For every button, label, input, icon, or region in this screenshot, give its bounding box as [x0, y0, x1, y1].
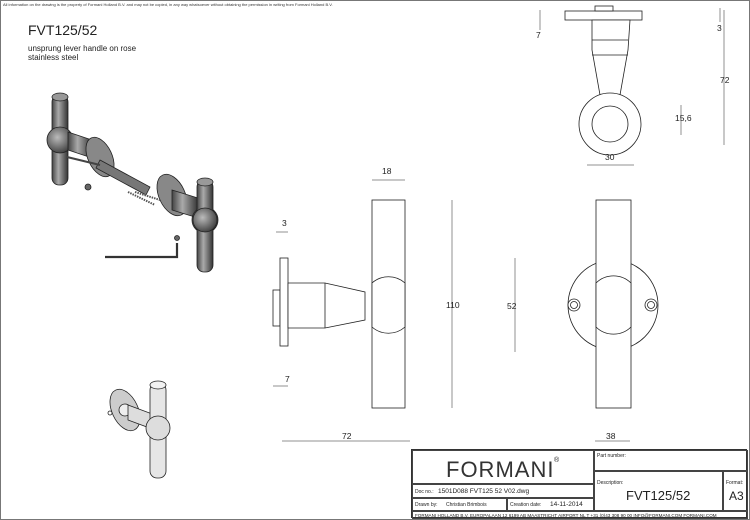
format-label: Format:: [726, 480, 744, 486]
format-value: A3: [729, 489, 744, 503]
doc-no-value: 1501D088 FVT125 52 V02.dwg: [438, 488, 530, 495]
description-line: unsprung lever handle on rose: [28, 44, 137, 53]
dimension-label: 7: [536, 30, 541, 40]
dimension-label: 15,6: [675, 113, 692, 123]
description-label: Description:: [597, 480, 624, 486]
company-footer: FORMANI HOLLAND B.V. EUROPALAAN 12 6199 …: [415, 513, 717, 518]
top-view: [564, 5, 643, 156]
part-number-label: Part number:: [597, 453, 626, 459]
description-line: stainless steel: [28, 53, 79, 62]
drawn-by-cell: Drawn by: Christian Brimbois: [412, 498, 507, 511]
dimension-label: 38: [606, 431, 616, 441]
drawing-title: FVT125/52: [28, 22, 98, 38]
dimension-lines: [273, 8, 725, 442]
dimension-label: 7: [285, 374, 290, 384]
drawn-by-label: Drawn by:: [415, 502, 438, 508]
creation-date-label: Creation date:: [510, 502, 542, 508]
doc-no-cell: Doc no.: 1501D088 FVT125 52 V02.dwg: [412, 484, 594, 498]
copyright-disclaimer: All information on the drawing is the pr…: [3, 2, 333, 7]
title-block: FORMANI ® Doc no.: 1501D088 FVT125 52 V0…: [411, 449, 748, 519]
dimension-label: 3: [717, 23, 722, 33]
footer-cell: FORMANI HOLLAND B.V. EUROPALAAN 12 6199 …: [412, 511, 748, 519]
doc-no-label: Doc no.:: [415, 489, 434, 495]
dimension-label: 30: [605, 152, 615, 162]
part-number-cell: Part number:: [594, 450, 748, 471]
registered-mark: ®: [554, 457, 560, 464]
description-cell: Description: FVT125/52: [594, 471, 723, 511]
side-view: [272, 199, 406, 409]
drawing-description: unsprung lever handle on rose stainless …: [28, 44, 136, 62]
drawn-by-value: Christian Brimbois: [446, 502, 487, 508]
exploded-isometric-view: [46, 92, 219, 273]
isometric-view: [107, 380, 171, 479]
dimension-label: 18: [382, 166, 392, 176]
formani-logo: FORMANI: [446, 457, 555, 482]
front-view: [567, 199, 659, 409]
logo-cell: FORMANI ®: [412, 450, 594, 484]
description-value: FVT125/52: [626, 488, 691, 503]
creation-date-cell: Creation date: 14-11-2014: [507, 498, 594, 511]
creation-date-value: 14-11-2014: [550, 501, 583, 508]
dimension-label: 3: [282, 218, 287, 228]
format-cell: Format: A3: [723, 471, 748, 511]
dimension-label: 110: [446, 300, 460, 310]
dimension-label: 72: [342, 431, 352, 441]
dimension-label: 72: [720, 75, 730, 85]
dimension-label: 52: [507, 301, 517, 311]
